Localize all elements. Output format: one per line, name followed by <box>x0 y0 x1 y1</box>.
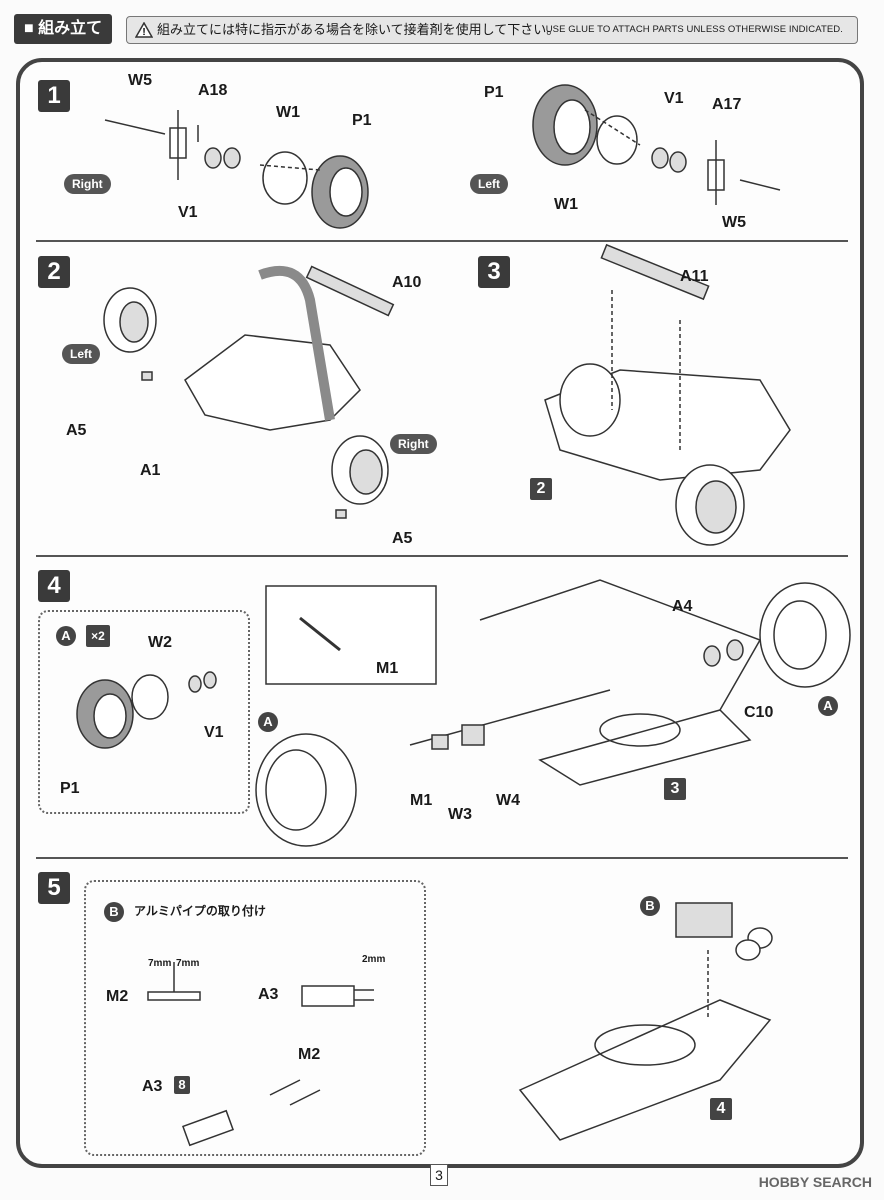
part-label: V1 <box>178 204 198 221</box>
side-tag: Right <box>64 174 111 194</box>
part-label: A3 <box>258 986 279 1003</box>
divider <box>36 240 848 242</box>
divider <box>36 857 848 859</box>
part-label: A5 <box>66 422 87 439</box>
callout-marker: A <box>818 696 838 716</box>
part-label: A3 <box>142 1078 163 1095</box>
step-number: 5 <box>38 872 70 904</box>
part-label: W5 <box>128 72 152 89</box>
part-label: W2 <box>148 634 172 651</box>
glue-note-en: USE GLUE TO ATTACH PARTS UNLESS OTHERWIS… <box>545 24 843 35</box>
part-label: W1 <box>554 196 578 213</box>
part-label: W5 <box>722 214 746 231</box>
quantity-tag: ×2 <box>86 625 110 647</box>
page-number: 3 <box>430 1164 448 1186</box>
step-reference: 2 <box>530 478 552 500</box>
part-label: P1 <box>484 84 504 101</box>
subassembly-box <box>84 880 426 1156</box>
part-label: M1 <box>376 660 399 677</box>
part-label: P1 <box>60 780 80 797</box>
part-label: A1 <box>140 462 161 479</box>
part-number: 8 <box>174 1076 190 1094</box>
warning-icon: ! <box>134 21 154 47</box>
side-tag: Left <box>470 174 508 194</box>
side-tag: Left <box>62 344 100 364</box>
step-reference: 4 <box>710 1098 732 1120</box>
part-label: A11 <box>680 268 709 285</box>
part-label: A5 <box>392 530 413 547</box>
part-label: A4 <box>672 598 693 615</box>
section-title: ■ 組み立て <box>14 14 112 44</box>
part-label: P1 <box>352 112 372 129</box>
step-number: 2 <box>38 256 70 288</box>
svg-text:!: ! <box>142 27 145 38</box>
step-number: 1 <box>38 80 70 112</box>
glue-note-jp: 組み立てには特に指示がある場合を除いて接着剤を使用して下さい。 <box>157 22 560 37</box>
divider <box>36 555 848 557</box>
part-label: M2 <box>298 1046 321 1063</box>
part-label: C10 <box>744 704 774 721</box>
subassembly-box <box>38 610 250 814</box>
part-label: M1 <box>410 792 433 809</box>
step-number: 4 <box>38 570 70 602</box>
part-label: W4 <box>496 792 520 809</box>
dimension-label: 7mm <box>148 958 172 969</box>
step-number: 3 <box>478 256 510 288</box>
dimension-label: 2mm <box>362 954 386 965</box>
part-label: A18 <box>198 82 228 99</box>
part-label: V1 <box>664 90 684 107</box>
callout-marker: B <box>104 902 124 922</box>
part-label: A10 <box>392 274 422 291</box>
side-tag: Right <box>390 434 437 454</box>
callout-marker: A <box>258 712 278 732</box>
subassembly-title: アルミパイプの取り付け <box>134 904 266 918</box>
watermark: HOBBY SEARCH <box>758 1174 872 1190</box>
callout-marker: B <box>640 896 660 916</box>
part-label: W1 <box>276 104 300 121</box>
glue-note: ! 組み立てには特に指示がある場合を除いて接着剤を使用して下さい。 USE GL… <box>126 16 858 44</box>
part-label: M2 <box>106 988 129 1005</box>
dimension-label: 7mm <box>176 958 200 969</box>
callout-marker: A <box>56 626 76 646</box>
part-label: W3 <box>448 806 472 823</box>
part-label: A17 <box>712 96 742 113</box>
step-reference: 3 <box>664 778 686 800</box>
part-label: V1 <box>204 724 224 741</box>
